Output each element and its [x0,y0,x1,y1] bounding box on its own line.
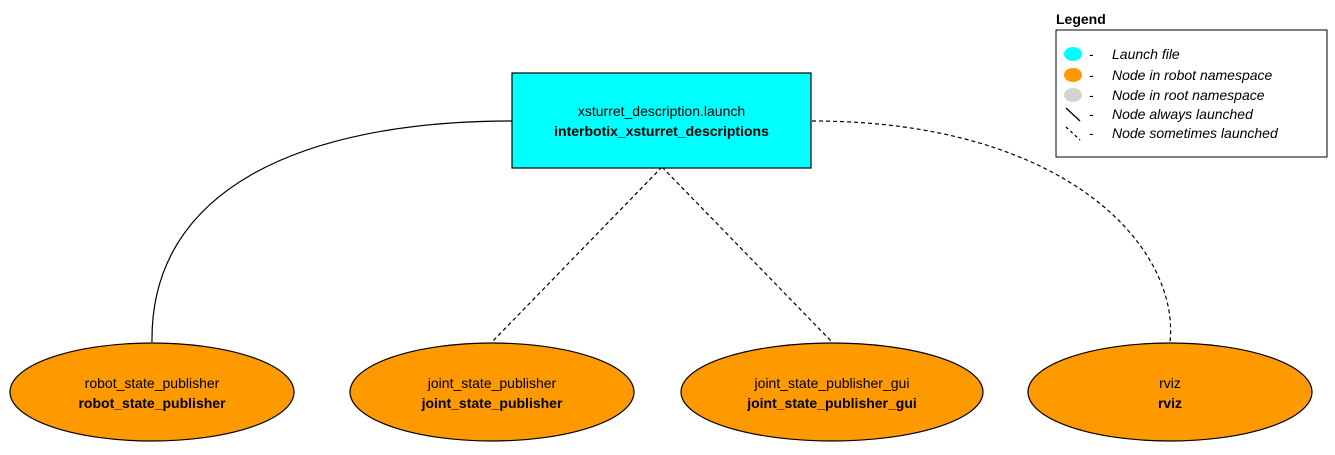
edge-joint-state-publisher [491,166,663,343]
node-package: rviz [1158,395,1182,411]
node-joint-state-publisher[interactable]: joint_state_publisher joint_state_publis… [349,342,635,442]
legend-separator: - [1089,125,1094,141]
node-rviz[interactable]: rviz rviz [1027,342,1313,442]
launch-file-name: xsturret_description.launch [578,103,745,119]
node-name: joint_state_publisher_gui [754,375,910,391]
legend-separator: - [1089,106,1094,122]
legend-label: Node in root namespace [1112,87,1265,103]
legend-label: Node always launched [1112,106,1254,122]
node-joint-state-publisher-gui[interactable]: joint_state_publisher_gui joint_state_pu… [680,342,984,442]
node-package: joint_state_publisher_gui [746,395,917,411]
launch-file-box [511,72,812,169]
legend-label: Node sometimes launched [1112,125,1279,141]
solid-line-icon [1065,107,1081,122]
edges [151,120,1172,343]
launch-file-package: interbotix_xsturret_descriptions [554,123,769,139]
edge-robot-state-publisher [151,120,513,343]
node-robot-state-publisher[interactable]: robot_state_publisher robot_state_publis… [9,342,295,442]
node-ellipse [349,342,635,442]
legend-separator: - [1089,87,1094,103]
legend-title: Legend [1056,11,1106,27]
legend-separator: - [1089,67,1094,83]
legend-label: Node in robot namespace [1112,67,1273,83]
node-name: robot_state_publisher [85,375,220,391]
edge-rviz [811,120,1172,343]
legend: Legend - Launch file - Node in robot nam… [1055,11,1328,158]
gray-ellipse-icon [1064,88,1082,102]
cyan-ellipse-icon [1064,47,1082,61]
node-package: joint_state_publisher [421,395,563,411]
legend-separator: - [1089,46,1094,62]
node-ellipse [9,342,295,442]
edge-joint-state-publisher-gui [661,166,833,343]
legend-box [1055,29,1328,158]
node-ellipse [1027,342,1313,442]
node-package: robot_state_publisher [78,395,226,411]
node-name: joint_state_publisher [427,375,557,391]
node-name: rviz [1159,375,1181,391]
node-ellipse [680,342,984,442]
legend-label: Launch file [1112,46,1180,62]
orange-ellipse-icon [1064,68,1082,82]
launch-file-node[interactable]: xsturret_description.launch interbotix_x… [511,72,812,169]
